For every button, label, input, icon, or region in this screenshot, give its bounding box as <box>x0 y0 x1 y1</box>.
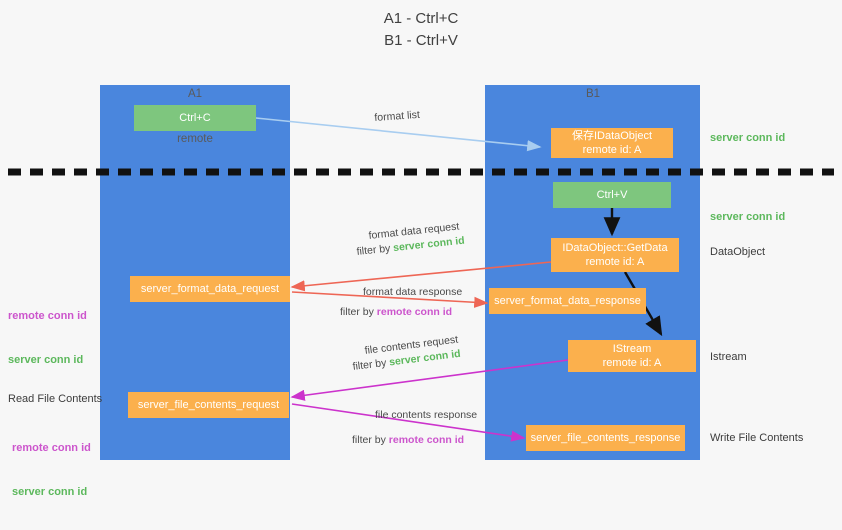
annotation-file-contents-response: file contents response <box>375 409 478 421</box>
arrow-file-contents-response <box>291 403 526 442</box>
box-idataobject-getdata[interactable]: IDataObject::GetData remote id: A <box>551 238 679 272</box>
arrow-format-list <box>255 117 542 152</box>
label-read-file-contents: Read File Contents <box>8 393 103 405</box>
label-remote-conn-id-format: remote conn id <box>8 309 87 322</box>
arrow-format-data-response <box>291 291 489 308</box>
label-istream: Istream <box>710 351 747 363</box>
filter-prefix-fcres: filter by <box>352 434 389 446</box>
label-server-conn-id-top: server conn id <box>710 132 786 144</box>
arrow-format-data-request <box>290 261 552 292</box>
box-server-format-data-request[interactable]: server_format_data_request <box>130 276 290 302</box>
column-header-a1-sub: remote <box>177 132 213 145</box>
page-title: A1 - Ctrl+C B1 - Ctrl+V <box>383 10 459 49</box>
label-server-conn-id-format: server conn id <box>8 354 84 367</box>
box-istream[interactable]: IStream remote id: A <box>568 340 696 372</box>
box-ctrl-v[interactable]: Ctrl+V <box>553 182 671 208</box>
label-conn-id-stack-format: remote conn id server conn id <box>8 279 87 398</box>
filter-value-fcres: remote conn id <box>388 434 465 446</box>
label-server-conn-id-mid: server conn id <box>710 211 786 223</box>
box-server-file-contents-request[interactable]: server_file_contents_request <box>128 392 289 418</box>
connector-layer <box>8 117 834 442</box>
column-header-b1-name: B1 <box>585 87 601 100</box>
annotation-format-data-response: format data response <box>363 286 463 298</box>
column-header-a1: A1 remote <box>105 57 285 177</box>
box-ctrl-c[interactable]: Ctrl+C <box>134 105 256 131</box>
label-conn-id-stack-file: remote conn id server conn id <box>12 411 91 530</box>
label-dataobject: DataObject <box>710 246 766 258</box>
box-save-idataobject[interactable]: 保存IDataObject remote id: A <box>551 128 673 158</box>
arrow-file-contents-request <box>290 359 569 401</box>
annotation-file-contents-response-filter: filter by remote conn id <box>352 434 464 446</box>
box-server-format-data-response[interactable]: server_format_data_response <box>489 288 646 314</box>
column-header-a1-name: A1 <box>187 87 203 100</box>
label-remote-conn-id-file: remote conn id <box>12 441 91 454</box>
box-server-file-contents-response[interactable]: server_file_contents_response <box>526 425 685 451</box>
annotation-format-data-response-filter: filter by remote conn id <box>340 306 452 318</box>
filter-prefix-fdres: filter by <box>340 306 377 318</box>
label-write-file-contents: Write File Contents <box>710 432 804 444</box>
label-server-conn-id-file: server conn id <box>12 486 88 499</box>
diagram-canvas: A1 - Ctrl+C B1 - Ctrl+V A1 remote B1 con… <box>8 10 834 498</box>
filter-value-fdres: remote conn id <box>376 306 453 318</box>
